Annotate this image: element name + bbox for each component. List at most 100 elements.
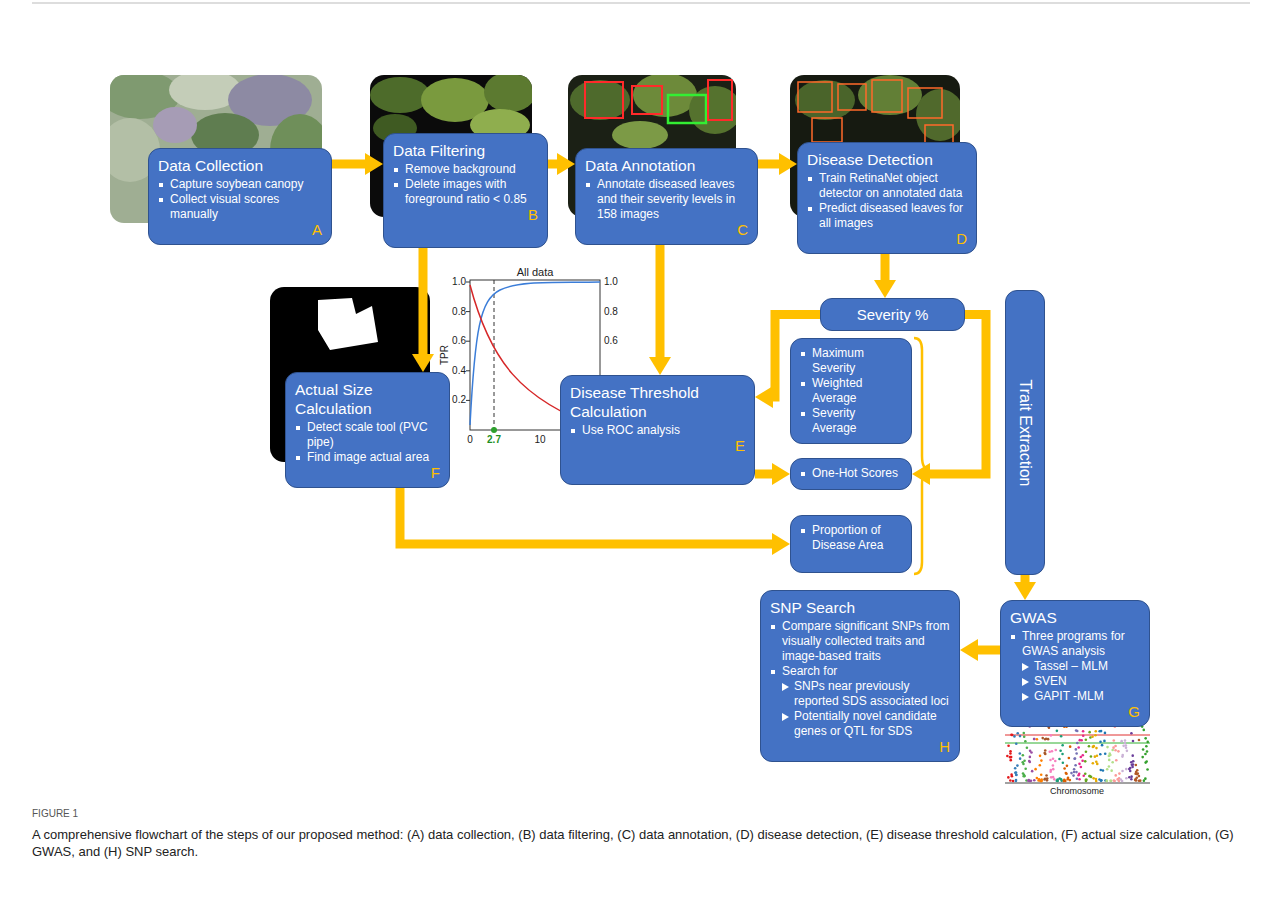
snp-dot <box>1074 757 1077 760</box>
snp-dot <box>1066 765 1069 768</box>
snp-dot <box>1023 775 1026 778</box>
box-title: Disease Detection <box>807 151 933 168</box>
axis-tick: 0.4 <box>452 365 466 377</box>
snp-dot <box>1146 750 1149 753</box>
snp-dot <box>1145 745 1148 748</box>
snp-dot <box>1070 772 1073 775</box>
flow-arrow <box>930 315 986 475</box>
snp-dot <box>1015 771 1018 774</box>
snp-dot <box>1082 730 1085 733</box>
box-text: Delete images with foreground ratio < 0.… <box>405 177 538 207</box>
snp-dot <box>1142 729 1145 732</box>
text-row: B <box>393 207 538 222</box>
annotated-photo-part <box>612 121 668 149</box>
axis-tick: 1.0 <box>604 276 618 288</box>
snp-dot <box>1069 745 1072 748</box>
bullet-square <box>771 670 775 674</box>
text-row: Tassel – MLM <box>1010 659 1140 674</box>
text-row: SNP Search <box>770 598 950 617</box>
box-text: Predict diseased leaves for all images <box>819 201 967 231</box>
snp-dot <box>1044 777 1047 780</box>
snp-dot <box>1118 772 1121 775</box>
text-row: SVEN <box>1010 674 1140 689</box>
snp-dot <box>1142 748 1145 751</box>
axis-tick: 10 <box>534 434 545 446</box>
snp-dot <box>1040 759 1043 762</box>
snp-dot <box>1117 750 1120 753</box>
snp-dot <box>1054 760 1057 763</box>
snp-dot <box>1103 740 1106 743</box>
snp-dot <box>1144 777 1147 780</box>
text-row: Proportion of Disease Area <box>800 523 902 553</box>
snp-dot <box>1130 761 1133 764</box>
snp-dot <box>1135 764 1138 767</box>
snp-dot <box>1076 730 1079 733</box>
snp-dot <box>1108 759 1111 762</box>
snp-dot <box>1088 775 1091 778</box>
detection-photo-part <box>858 75 922 115</box>
text-row: Severity % <box>830 306 955 323</box>
panel-letter: G <box>1128 703 1140 720</box>
box-title: Data Collection <box>158 157 263 174</box>
detection-photo-part <box>812 118 842 142</box>
text-row: Find image actual area <box>295 450 440 465</box>
snp-dot <box>1085 779 1088 782</box>
axis-tick: 0.8 <box>604 306 618 318</box>
flow-arrow <box>978 646 1000 655</box>
snp-dot <box>1138 775 1141 778</box>
text-row: Data Collection <box>158 156 322 175</box>
process-box: Data AnnotationAnnotate diseased leaves … <box>575 148 758 245</box>
process-box: Actual Size CalculationDetect scale tool… <box>285 372 450 488</box>
snp-dot <box>1063 767 1066 770</box>
axis-tick: 0.8 <box>452 306 466 318</box>
snp-dot <box>1113 779 1116 782</box>
trait-box: One-Hot Scores <box>790 458 912 490</box>
box-text: GAPIT -MLM <box>1034 689 1104 704</box>
snp-dot <box>1009 756 1012 759</box>
snp-dot <box>1075 771 1078 774</box>
trait-box: Maximum SeverityWeighted AverageSeverity… <box>790 338 912 444</box>
snp-dot <box>1034 768 1037 771</box>
axis-tick: 1.0 <box>452 276 466 288</box>
box-text: Severity Average <box>812 406 902 436</box>
snp-dot <box>1040 778 1043 781</box>
text-row: Data Annotation <box>585 156 748 175</box>
threshold-value: 2.7 <box>487 434 501 446</box>
snp-dot <box>1129 767 1132 770</box>
box-title: SNP Search <box>770 599 855 616</box>
box-text: Maximum Severity <box>812 346 902 376</box>
process-box: Disease DetectionTrain RetinaNet object … <box>797 142 977 254</box>
snp-dot <box>1080 766 1083 769</box>
snp-dot <box>1058 777 1061 780</box>
text-row: Severity Average <box>800 406 902 436</box>
snp-dot <box>1131 764 1134 767</box>
snp-dot <box>1022 732 1025 735</box>
snp-dot <box>1010 734 1013 737</box>
text-row: One-Hot Scores <box>800 466 902 481</box>
snp-dot <box>1125 746 1128 749</box>
text-row: Delete images with foreground ratio < 0.… <box>393 177 538 207</box>
snp-dot <box>1124 739 1127 742</box>
snp-dot <box>1111 749 1114 752</box>
snp-dot <box>1039 755 1042 758</box>
snp-dot <box>1075 748 1078 751</box>
flow-arrow <box>1021 575 1030 582</box>
snp-dot <box>1105 780 1108 783</box>
annotated-photo-part <box>570 80 630 120</box>
snp-dot <box>1051 750 1054 753</box>
snp-dot <box>1078 763 1081 766</box>
snp-dot <box>1141 756 1144 759</box>
snp-dot <box>1115 759 1118 762</box>
annotated-photo-part <box>668 95 706 123</box>
snp-dot <box>1131 754 1134 757</box>
snp-dot <box>1078 739 1081 742</box>
bullet-square <box>571 429 575 433</box>
snp-dot <box>1052 768 1055 771</box>
manhattan-plot <box>1005 725 1150 783</box>
snp-dot <box>1027 780 1030 783</box>
snp-dot <box>1050 734 1053 737</box>
bullet-square <box>801 352 805 356</box>
snp-dot <box>1024 740 1027 743</box>
trait-bracket <box>914 338 930 574</box>
box-text: One-Hot Scores <box>812 466 898 481</box>
